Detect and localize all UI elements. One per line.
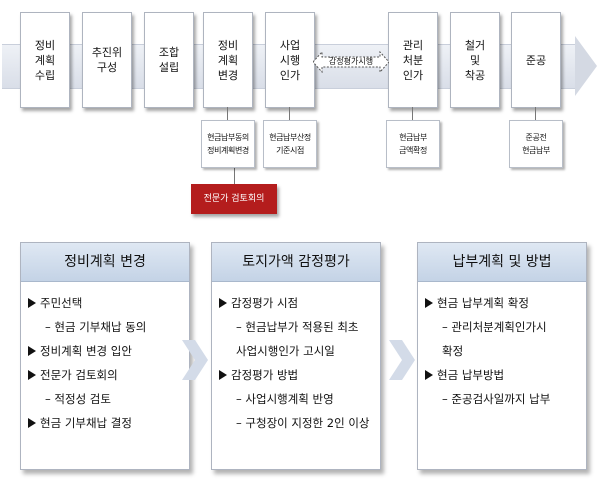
- step-plan-change: 정비 계획 변경: [203, 12, 253, 108]
- panel-item: 정비계획 변경 입안: [27, 339, 185, 363]
- panel-item: 전문가 검토회의: [27, 363, 185, 387]
- connector: [412, 107, 413, 120]
- connector: [535, 107, 536, 120]
- panel-land-appraisal: 토지가액 감정평가 감정평가 시점 – 현금납부가 적용된 최초 사업시행인가 …: [211, 242, 381, 470]
- step-completion: 준공: [511, 12, 561, 108]
- double-arrow-icon: [313, 51, 389, 73]
- appraisal-arrow: 감정평가시행: [313, 51, 389, 73]
- panel-title: 납부계획 및 방법: [418, 243, 586, 282]
- step-project-approval: 사업 시행 인가: [265, 12, 315, 108]
- note-project-approval: 현금납부산정 기준시점: [263, 120, 317, 168]
- panel-payment-plan: 납부계획 및 방법 현금 납부계획 확정 – 관리처분계획인가시 확정 현금 납…: [417, 242, 587, 470]
- step-disposal-approval: 관리 처분 인가: [388, 12, 438, 108]
- flow-arrow-tip: [575, 36, 597, 96]
- panel-subitem: – 적정성 검토: [45, 392, 111, 406]
- connector: [289, 107, 290, 120]
- panel-title: 토지가액 감정평가: [212, 243, 380, 282]
- panel-body: 감정평가 시점 – 현금납부가 적용된 최초 사업시행인가 고시일 감정평가 방…: [218, 291, 376, 435]
- panel-item: 감정평가 시점: [218, 291, 376, 315]
- panel-subitem: – 관리처분계획인가시: [442, 320, 547, 334]
- note-completion: 준공전 현금납부: [509, 120, 563, 168]
- step-committee: 추진위 구성: [82, 12, 132, 108]
- panel-subitem: – 사업시행계획 반영: [236, 392, 334, 406]
- panel-item: 주민선택: [27, 291, 185, 315]
- appraisal-label: 감정평가시행: [328, 57, 374, 66]
- connector: [234, 167, 235, 184]
- expert-review-box: 전문가 검토회의: [191, 184, 277, 214]
- step-union: 조합 설립: [144, 12, 194, 108]
- panel-item: 감정평가 방법: [218, 363, 376, 387]
- panel-subitem: – 구청장이 지정한 2인 이상: [236, 416, 370, 430]
- panel-item: 현금 납부계획 확정: [424, 291, 582, 315]
- step-plan-establish: 정비 계획 수립: [20, 12, 70, 108]
- step-demolition: 철거 및 착공: [450, 12, 500, 108]
- connector: [227, 107, 228, 120]
- panel-plan-change: 정비계획 변경 주민선택 – 현금 기부채납 동의 정비계획 변경 입안 전문가…: [20, 242, 190, 470]
- panel-subitem: – 준공검사일까지 납부: [442, 392, 551, 406]
- panel-item: 현금 기부채납 결정: [27, 411, 185, 435]
- panel-subitem-continued: 사업시행인가 고시일: [236, 344, 335, 358]
- panel-subitem-continued: 확정: [442, 344, 464, 358]
- panel-subitem: – 현금 기부채납 동의: [45, 320, 147, 334]
- chevron-right-icon: [182, 340, 208, 380]
- panel-subitem: – 현금납부가 적용된 최초: [236, 320, 359, 334]
- panel-item: 현금 납부방법: [424, 363, 582, 387]
- panel-body: 주민선택 – 현금 기부채납 동의 정비계획 변경 입안 전문가 검토회의 – …: [27, 291, 185, 435]
- note-disposal-approval: 현금납부 금액확정: [386, 120, 440, 168]
- note-plan-change: 현금납부동의 정비계획변경: [201, 120, 255, 168]
- chevron-right-icon: [389, 340, 415, 380]
- panel-body: 현금 납부계획 확정 – 관리처분계획인가시 확정 현금 납부방법 – 준공검사…: [424, 291, 582, 411]
- panel-title: 정비계획 변경: [21, 243, 189, 282]
